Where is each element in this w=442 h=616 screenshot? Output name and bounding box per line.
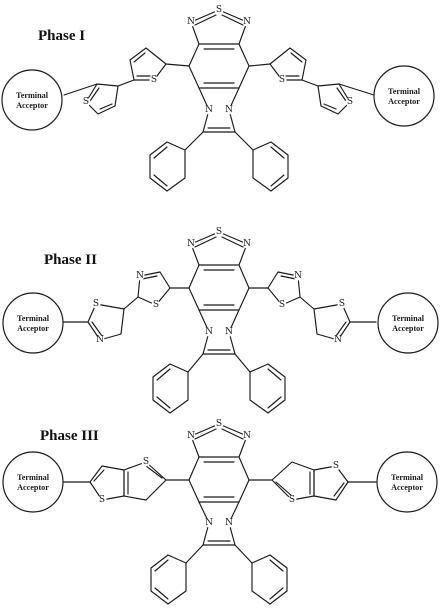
sulfur-atom-label: S	[93, 299, 99, 309]
sulfur-atom-label: S	[143, 457, 149, 467]
phase-3-phenyl-left	[150, 544, 204, 605]
phase-2-terminal-acceptor-left: Terminal Acceptor	[2, 292, 64, 354]
terminal-acceptor-label-line2: Acceptor	[388, 97, 420, 106]
sulfur-atom-label: S	[289, 495, 295, 505]
phase-1-structure: Phase I N S N N N	[1, 5, 435, 192]
phase-3-phenyl-right	[234, 544, 288, 605]
sulfur-atom-label: S	[99, 495, 105, 505]
phase-1-benzene-core	[188, 43, 250, 89]
terminal-acceptor-label-line1: Terminal	[17, 473, 50, 482]
phase-2-benzene-core	[188, 264, 250, 311]
phase-2-bithiazole-left: S N S N	[63, 271, 190, 345]
phase-1-bithiophene-right: S S	[248, 47, 375, 115]
phase-2-phenyl-left	[152, 353, 204, 414]
sulfur-atom-label: S	[216, 419, 222, 429]
phase-1-terminal-acceptor-left: Terminal Acceptor	[1, 69, 63, 131]
nitrogen-atom-label: N	[243, 17, 251, 27]
phase-2-phenyl-right	[234, 353, 286, 414]
phase-3-thienothiophene-left: S S	[63, 457, 190, 505]
sulfur-atom-label: S	[333, 461, 339, 471]
phase-3-structure: Phase III N S N N N	[2, 419, 438, 605]
phase-1-bithiophene-left: S S	[63, 47, 190, 115]
nitrogen-atom-label: N	[205, 518, 213, 528]
nitrogen-atom-label: N	[243, 431, 251, 441]
phase-2-terminal-acceptor-right: Terminal Acceptor	[377, 292, 439, 354]
terminal-acceptor-label-line2: Acceptor	[16, 101, 48, 110]
phase-3-thiadiazole-ring: N S N	[186, 419, 252, 458]
nitrogen-atom-label: N	[334, 335, 342, 345]
phase-2-pyrazine-ring: N N	[198, 309, 240, 355]
terminal-acceptor-label-line2: Acceptor	[17, 483, 49, 492]
terminal-acceptor-label-line1: Terminal	[392, 314, 425, 323]
sulfur-atom-label: S	[339, 299, 345, 309]
terminal-acceptor-label-line2: Acceptor	[17, 324, 49, 333]
nitrogen-atom-label: N	[187, 239, 195, 249]
phase-3-benzene-core	[188, 456, 250, 503]
phase-2-structure: Phase II N S N N N	[2, 227, 439, 414]
nitrogen-atom-label: N	[225, 105, 233, 115]
sulfur-atom-label: S	[279, 75, 285, 85]
sulfur-atom-label: S	[279, 300, 285, 310]
phase-3-pyrazine-ring: N N	[198, 501, 240, 546]
phase-1-phenyl-left	[149, 131, 204, 192]
sulfur-atom-label: S	[347, 97, 353, 107]
phase-1-title: Phase I	[38, 28, 85, 44]
phase-2-title: Phase II	[44, 252, 97, 268]
phase-1-phenyl-right	[234, 131, 289, 192]
sulfur-atom-label: S	[216, 5, 222, 15]
terminal-acceptor-label-line1: Terminal	[388, 87, 421, 96]
nitrogen-atom-label: N	[205, 105, 213, 115]
phase-2-thiadiazole-ring: N S N	[186, 227, 252, 266]
phase-1-terminal-acceptor-right: Terminal Acceptor	[373, 65, 435, 127]
terminal-acceptor-label-line2: Acceptor	[392, 324, 424, 333]
sulfur-atom-label: S	[83, 97, 89, 107]
phase-3-terminal-acceptor-right: Terminal Acceptor	[376, 451, 438, 513]
phase-2-bithiazole-right: S N S N	[248, 271, 377, 345]
terminal-acceptor-label-line1: Terminal	[17, 314, 50, 323]
nitrogen-atom-label: N	[205, 327, 213, 337]
nitrogen-atom-label: N	[187, 17, 195, 27]
nitrogen-atom-label: N	[243, 239, 251, 249]
nitrogen-atom-label: N	[294, 271, 302, 281]
nitrogen-atom-label: N	[96, 335, 104, 345]
terminal-acceptor-label-line1: Terminal	[391, 473, 424, 482]
phase-3-thienothiophene-right: S S	[248, 461, 377, 505]
sulfur-atom-label: S	[151, 75, 157, 85]
phase-3-title: Phase III	[40, 428, 99, 444]
terminal-acceptor-label-line1: Terminal	[16, 91, 49, 100]
phase-1-pyrazine-ring: N N	[198, 87, 240, 133]
nitrogen-atom-label: N	[225, 327, 233, 337]
phase-3-terminal-acceptor-left: Terminal Acceptor	[2, 451, 64, 513]
nitrogen-atom-label: N	[187, 431, 195, 441]
terminal-acceptor-label-line2: Acceptor	[391, 483, 423, 492]
nitrogen-atom-label: N	[225, 518, 233, 528]
sulfur-atom-label: S	[153, 300, 159, 310]
sulfur-atom-label: S	[216, 227, 222, 237]
nitrogen-atom-label: N	[136, 271, 144, 281]
phase-1-thiadiazole-ring: N S N	[186, 5, 252, 45]
